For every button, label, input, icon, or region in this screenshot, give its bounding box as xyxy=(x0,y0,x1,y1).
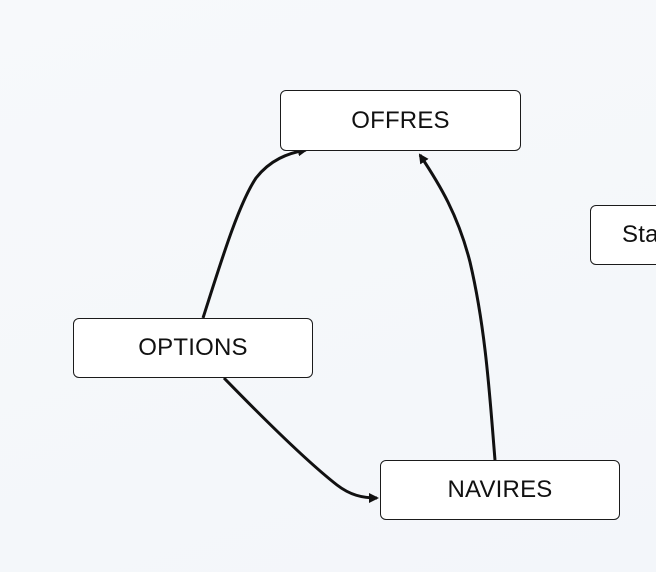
node-offres-label: OFFRES xyxy=(351,106,450,134)
node-offres[interactable]: OFFRES xyxy=(280,90,521,151)
node-navires[interactable]: NAVIRES xyxy=(380,460,620,520)
node-partial-offscreen[interactable]: Sta xyxy=(590,205,656,265)
edge-navires-to-offres[interactable] xyxy=(418,153,497,461)
edge-options-to-navires[interactable] xyxy=(222,376,379,503)
edge-options-to-offres[interactable] xyxy=(201,146,308,319)
node-navires-label: NAVIRES xyxy=(447,476,553,503)
node-options[interactable]: OPTIONS xyxy=(73,318,313,378)
node-partial-label: Sta xyxy=(622,221,656,248)
node-options-label: OPTIONS xyxy=(138,334,248,361)
